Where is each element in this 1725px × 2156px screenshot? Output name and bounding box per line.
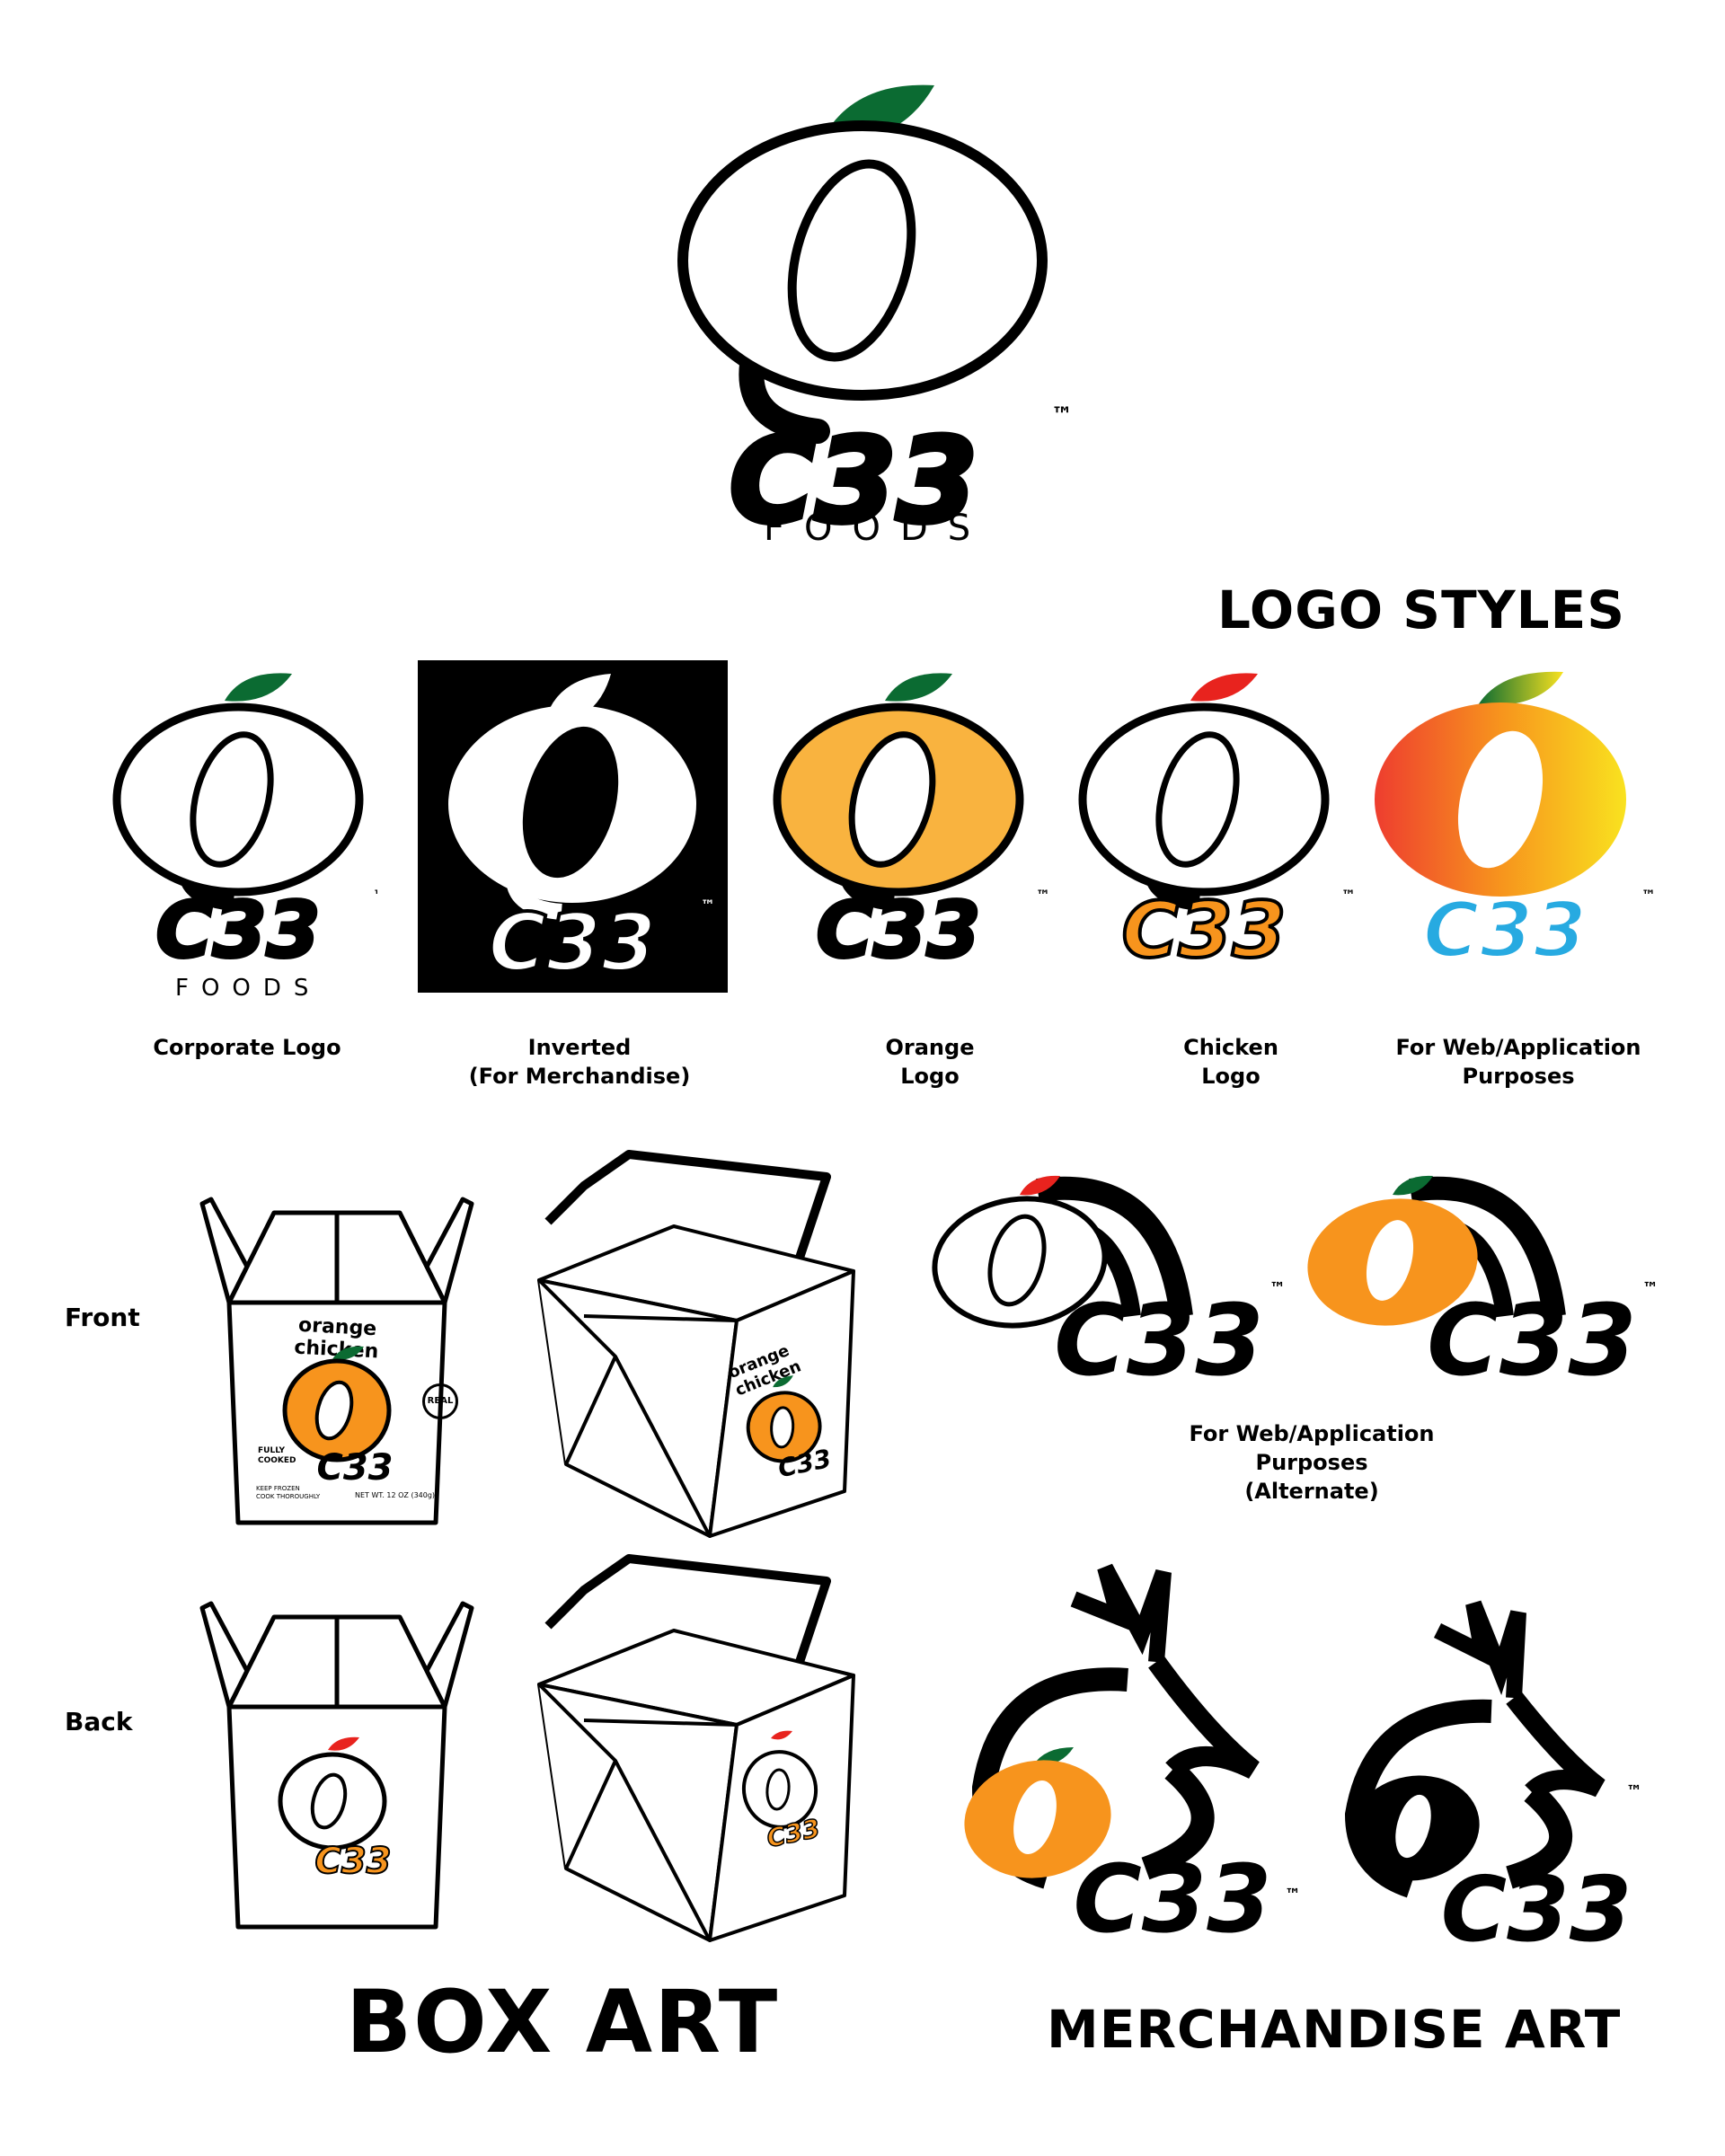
box-front-3d: orange chicken C33 — [530, 1150, 907, 1545]
caption-web-logo: For Web/Application Purposes — [1395, 1035, 1641, 1089]
back-label: Back — [65, 1707, 133, 1736]
box-front-flat: orange chicken C33 REAL FULLY COOKED KEE… — [193, 1177, 481, 1536]
web-alternate-orange: C33 ™ — [1303, 1163, 1680, 1398]
fully-cooked-note: FULLY COOKED — [258, 1446, 296, 1465]
wordmark-c33: C33 — [817, 886, 981, 976]
merchandise-art-heading: MERCHANDISE ART — [1047, 1999, 1622, 2060]
trademark-mark: ™ — [1051, 402, 1073, 428]
logo-style-web: C33 ™ — [1352, 665, 1667, 988]
box-art-heading: BOX ART — [346, 1972, 780, 2072]
caption-web-alternate: For Web/Application Purposes (Alternate) — [1189, 1421, 1435, 1504]
caption-orange-logo: Orange Logo — [885, 1035, 975, 1089]
box-back-flat: C33 — [193, 1581, 481, 1940]
leaf-icon — [332, 1346, 364, 1360]
trademark-mark: ™ — [1641, 887, 1656, 904]
comb-icon — [328, 1736, 359, 1751]
comb-icon — [1020, 1175, 1060, 1196]
o-ring — [677, 120, 1048, 401]
logo-style-orange: C33 ™ — [750, 665, 1056, 988]
wordmark-c33: C33 — [1441, 1857, 1632, 1962]
trademark-mark: ™ — [1036, 887, 1050, 904]
logo-style-inverted: C33 ™ — [418, 660, 728, 993]
wordmark-c33: C33 — [1423, 886, 1588, 976]
wordmark-c33: C33 — [730, 412, 978, 549]
logo-style-chicken: C33 ™ — [1056, 665, 1361, 988]
box-wordmark: C33 — [316, 1447, 393, 1487]
box-back-3d: C33 — [530, 1554, 907, 1949]
wordmark-c33: C33 — [1073, 1844, 1271, 1954]
caption-inverted-logo: Inverted (For Merchandise) — [468, 1035, 691, 1089]
trademark-mark: ™ — [1341, 887, 1356, 904]
keep-frozen-note: KEEP FROZEN COOK THOROUGHLY — [256, 1485, 321, 1500]
wordmark-c33: C33 — [1054, 1283, 1264, 1388]
leaf-icon — [1393, 1175, 1433, 1196]
main-logo-graphic: C33 ™ — [677, 84, 1073, 552]
wordmark-c33: C33 — [156, 886, 321, 976]
merch-art-black: C33 ™ — [1339, 1599, 1680, 1967]
web-alternate-white: C33 ™ — [930, 1163, 1307, 1398]
logo-styles-heading: LOGO STYLES — [1217, 579, 1625, 641]
wordmark-c33: C33 — [1122, 886, 1287, 976]
merch-art-color: C33 ™ — [948, 1563, 1325, 1967]
box-wordmark-back: C33 — [314, 1841, 391, 1882]
trademark-mark: ™ — [1269, 1279, 1286, 1298]
foods-subtitle: FOODS — [175, 975, 322, 1002]
net-weight: NET WT. 12 OZ (340g) — [355, 1491, 436, 1499]
trademark-mark: ™ — [1642, 1279, 1659, 1298]
front-label: Front — [65, 1303, 140, 1332]
wordmark-c33: C33 — [488, 897, 656, 989]
logo-style-corporate: C33 ™ FOODS — [90, 665, 387, 1015]
leaf-icon — [225, 673, 292, 702]
trademark-mark: ™ — [373, 887, 377, 904]
trademark-mark: ™ — [1626, 1782, 1642, 1801]
caption-chicken-logo: Chicken Logo — [1183, 1035, 1278, 1089]
caption-corporate-logo: Corporate Logo — [153, 1035, 341, 1060]
main-corporate-logo: C33 ™ FOODS — [629, 63, 1096, 566]
leaf-icon — [1478, 671, 1563, 706]
leaf-icon — [885, 673, 952, 702]
o-inner — [787, 159, 916, 362]
foods-subtitle: FOODS — [764, 508, 991, 549]
trademark-mark: ™ — [1285, 1886, 1301, 1904]
comb-icon — [1190, 673, 1258, 702]
real-badge: REAL — [422, 1383, 458, 1419]
wordmark-c33: C33 — [1427, 1283, 1637, 1388]
trademark-mark: ™ — [701, 897, 715, 914]
